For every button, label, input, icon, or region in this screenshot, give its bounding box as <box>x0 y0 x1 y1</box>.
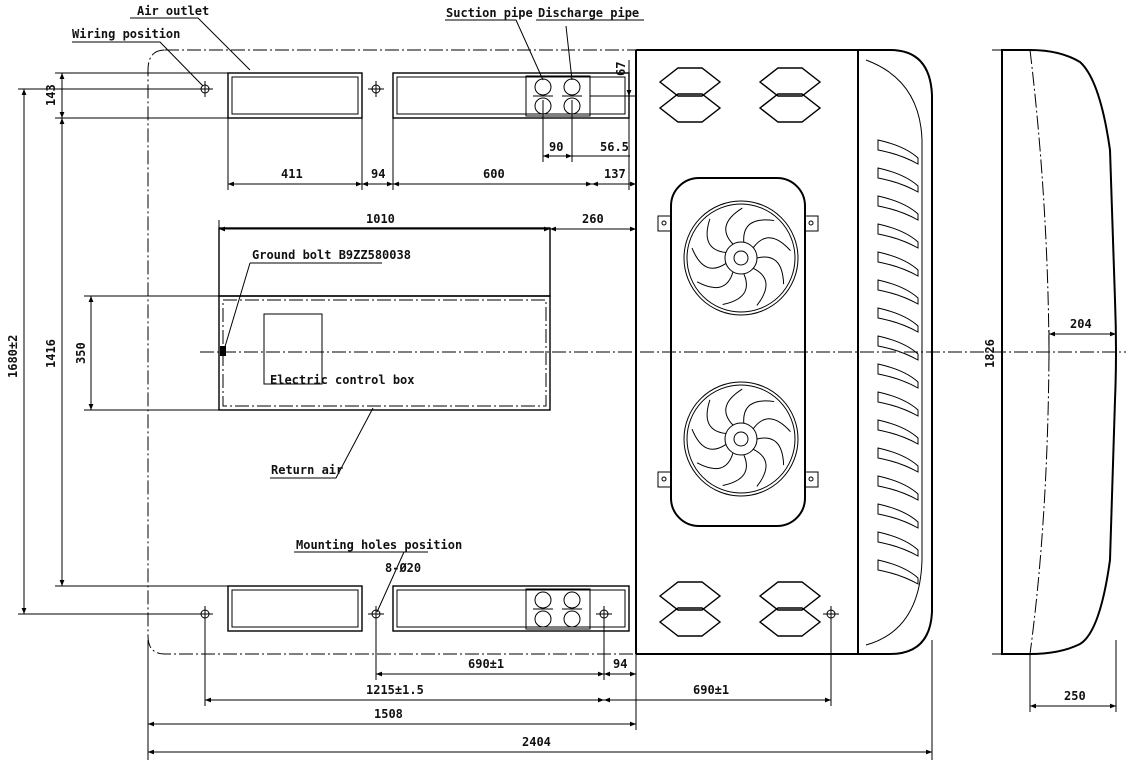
louvre-slat <box>877 503 919 529</box>
fan-blade <box>691 428 727 450</box>
vent-slot <box>758 67 822 97</box>
fan-blade <box>722 454 747 487</box>
louvre-slat <box>877 391 919 417</box>
fan-blade <box>743 400 775 424</box>
fan-bottom <box>683 381 799 497</box>
louvre-slat <box>877 195 919 221</box>
label-discharge-pipe: Discharge pipe <box>538 6 639 20</box>
dim-690-inner: 690±1 <box>468 657 504 671</box>
fan-blade <box>756 437 785 466</box>
top-hole-markers <box>197 81 384 97</box>
louvre-slat <box>877 279 919 305</box>
dim-2404: 2404 <box>522 735 551 749</box>
vent-slot <box>758 581 822 611</box>
dim-1416: 1416 <box>44 339 58 368</box>
fan-blade <box>752 237 791 251</box>
dim-600: 600 <box>483 167 505 181</box>
vent-slot <box>658 93 722 123</box>
dim-260: 260 <box>582 212 604 226</box>
corner-vent-grilles <box>658 67 822 637</box>
dim-1508: 1508 <box>374 707 403 721</box>
fan-blade <box>691 247 727 269</box>
dimension-lines <box>18 49 1117 760</box>
louvre-slat <box>877 475 919 501</box>
label-air-outlet: Air outlet <box>137 4 209 18</box>
dim-137: 137 <box>604 167 626 181</box>
label-suction-pipe: Suction pipe <box>446 6 533 20</box>
bottom-hole-markers <box>197 606 839 622</box>
dim-350: 350 <box>74 342 88 364</box>
vent-slot <box>658 607 722 637</box>
dim-411: 411 <box>281 167 303 181</box>
dim-90: 90 <box>549 140 563 154</box>
label-ground-bolt: Ground bolt B9ZZ580038 <box>252 248 411 262</box>
fan-blade <box>725 207 743 245</box>
louvre-slat <box>877 335 919 361</box>
dim-94-bottom: 94 <box>613 657 627 671</box>
label-return-air: Return air <box>271 463 343 477</box>
louvre-slat <box>877 167 919 193</box>
fan-blade <box>756 256 785 285</box>
condenser-fan-panel <box>657 177 819 527</box>
top-pipe-connectors <box>533 78 582 115</box>
fan-blade <box>752 418 791 432</box>
bottom-air-outlets <box>227 585 630 632</box>
dim-143: 143 <box>44 84 58 106</box>
dimension-values: 411 94 600 137 90 56.5 67 143 1010 260 3… <box>6 62 1092 749</box>
dim-1826: 1826 <box>983 339 997 368</box>
louvre-slat <box>877 307 919 333</box>
louvre-slat <box>877 251 919 277</box>
louvre-slat <box>877 139 919 165</box>
dim-1680: 1680±2 <box>6 335 20 378</box>
louvre-slat <box>877 223 919 249</box>
vent-slot <box>758 93 822 123</box>
ground-bolt <box>220 346 226 356</box>
vent-slot <box>758 607 822 637</box>
dim-1010: 1010 <box>366 212 395 226</box>
return-air-assembly <box>218 227 551 411</box>
dim-1215: 1215±1.5 <box>366 683 424 697</box>
vent-slot <box>658 581 722 611</box>
side-louvres <box>877 139 919 585</box>
dim-56-5: 56.5 <box>600 140 629 154</box>
label-electric-control-box: Electric control box <box>270 373 415 387</box>
fan-blade <box>696 271 734 289</box>
leader-lines <box>72 17 644 613</box>
fan-blade <box>696 452 734 470</box>
annotations: Air outlet Wiring position Suction pipe … <box>72 4 639 575</box>
fan-blade <box>743 219 775 243</box>
fan-blade <box>722 273 747 306</box>
dim-690-outer: 690±1 <box>693 683 729 697</box>
fan-blade <box>706 399 727 435</box>
dim-67: 67 <box>614 62 628 76</box>
fan-top <box>683 200 799 316</box>
dim-250: 250 <box>1064 689 1086 703</box>
louvre-slat <box>877 419 919 445</box>
fan-blade <box>706 218 727 254</box>
louvre-slat <box>877 363 919 389</box>
label-mounting-holes: Mounting holes position <box>296 538 462 552</box>
dim-94-top: 94 <box>371 167 385 181</box>
louvre-slat <box>877 531 919 557</box>
fan-blade <box>753 448 767 487</box>
electric-control-box <box>263 313 323 385</box>
vent-slot <box>658 67 722 97</box>
louvre-slat <box>877 559 919 585</box>
dim-204: 204 <box>1070 317 1092 331</box>
label-mounting-hole-spec: 8-Ø20 <box>385 561 421 575</box>
fan-blade <box>753 267 767 306</box>
unit-body-outline <box>147 49 933 655</box>
fan-blade <box>725 388 743 426</box>
louvre-slat <box>877 447 919 473</box>
label-wiring-position: Wiring position <box>72 27 180 41</box>
